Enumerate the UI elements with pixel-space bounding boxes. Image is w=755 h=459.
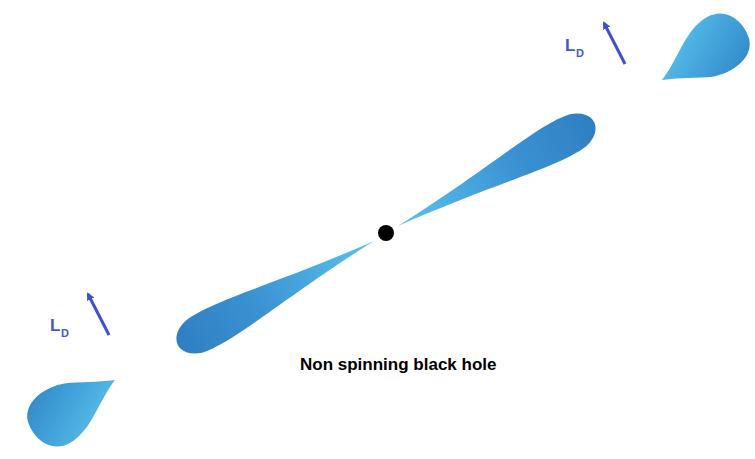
momentum-symbol: L <box>565 37 575 54</box>
black-hole-dot <box>378 225 394 241</box>
momentum-subscript: D <box>576 48 584 59</box>
outer-blob <box>646 4 755 103</box>
ld-arrow <box>88 294 109 335</box>
jet-lobe <box>389 105 603 243</box>
ld-arrow <box>604 23 625 64</box>
black-hole-caption: Non spinning black hole <box>300 356 496 373</box>
momentum-symbol: L <box>50 317 60 334</box>
momentum-subscript: D <box>61 328 69 339</box>
jet-lobe <box>169 224 383 362</box>
outer-blob <box>18 358 131 457</box>
